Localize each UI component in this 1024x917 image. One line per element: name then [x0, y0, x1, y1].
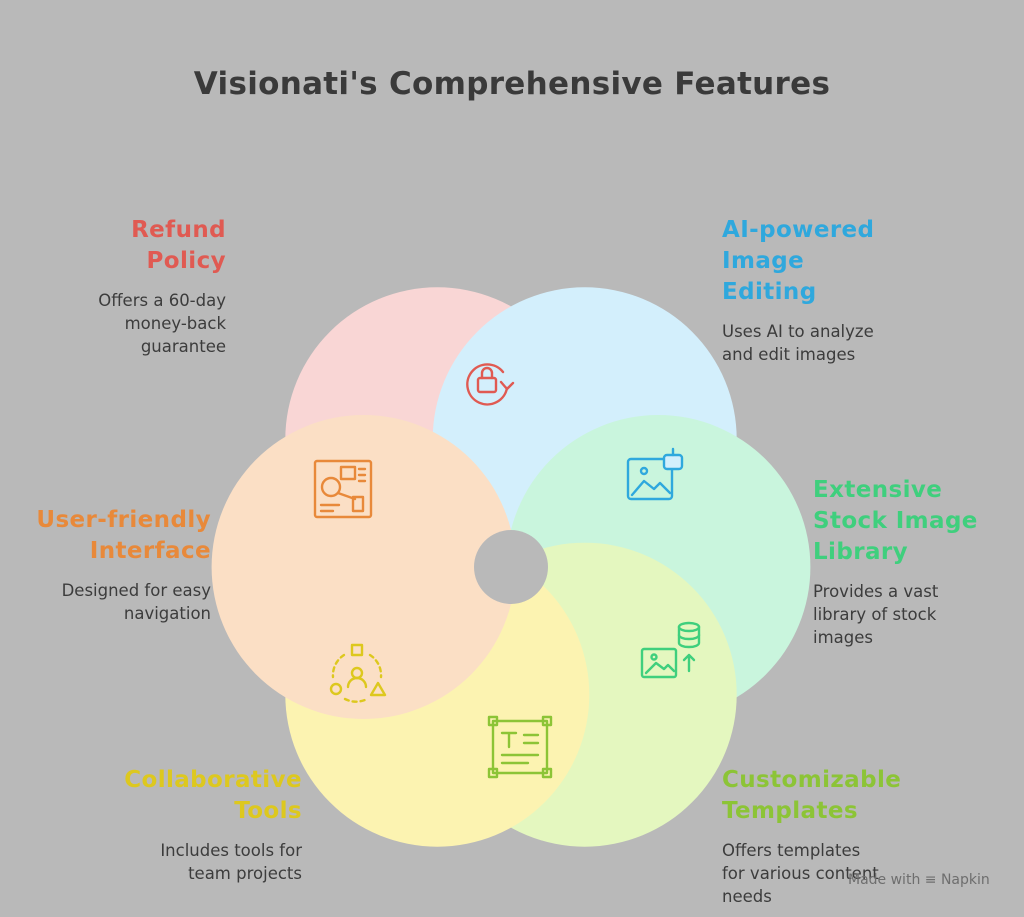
feature-title-line: Templates: [722, 798, 858, 824]
feature-description: Offers templates for various content nee…: [722, 839, 1002, 908]
petal-user-friendly-interface: [211, 415, 516, 719]
feature-description-line: Provides a vast: [813, 582, 939, 601]
napkin-watermark: Made with ≡ Napkin: [848, 872, 990, 888]
feature-ai-image-editing: AI-powered Image Editing Uses AI to anal…: [722, 215, 1002, 366]
template-text-icon: [487, 715, 553, 779]
ai-image-icon: [626, 447, 684, 501]
feature-description-line: for various content: [722, 864, 879, 883]
feature-title: Extensive Stock Image Library: [813, 475, 1018, 568]
feature-title-line: Tools: [234, 798, 302, 824]
feature-title-line: Refund: [131, 217, 226, 243]
feature-title-line: AI-powered: [722, 217, 875, 243]
feature-stock-image-library: Extensive Stock Image Library Provides a…: [813, 475, 1018, 649]
feature-title: User-friendly Interface: [6, 505, 211, 567]
feature-description-line: Designed for easy: [61, 581, 211, 600]
interface-layout-icon: [313, 459, 373, 519]
feature-description-line: Offers templates: [722, 841, 861, 860]
feature-description: Includes tools for team projects: [42, 839, 302, 885]
feature-title-line: Stock Image: [813, 508, 978, 534]
watermark-brand: Napkin: [940, 872, 990, 888]
feature-title-line: Image: [722, 248, 805, 274]
feature-title-line: Extensive: [813, 477, 943, 503]
image-database-icon: [640, 621, 701, 679]
feature-description-line: navigation: [123, 604, 211, 623]
feature-title-line: Customizable: [722, 767, 902, 793]
feature-description-line: Includes tools for: [160, 841, 302, 860]
feature-customizable-templates: Customizable Templates Offers templates …: [722, 765, 1002, 908]
feature-description: Designed for easy navigation: [6, 579, 211, 625]
feature-description-line: needs: [722, 887, 772, 906]
feature-title-line: Policy: [146, 248, 226, 274]
feature-description-line: images: [813, 628, 873, 647]
feature-description-line: library of stock: [813, 605, 937, 624]
feature-title-line: Interface: [89, 538, 211, 564]
feature-title: Customizable Templates: [722, 765, 1002, 827]
feature-description-line: Uses AI to analyze: [722, 322, 874, 341]
feature-title: Refund Policy: [6, 215, 226, 277]
feature-title-line: Collaborative: [124, 767, 302, 793]
feature-description: Provides a vast library of stock images: [813, 580, 1018, 649]
feature-title-line: Editing: [722, 279, 817, 305]
feature-description-line: money-back: [124, 314, 226, 333]
page-title: Visionati's Comprehensive Features: [193, 66, 831, 102]
feature-title-line: User-friendly: [36, 507, 211, 533]
feature-description-line: and edit images: [722, 345, 856, 364]
feature-description-line: guarantee: [140, 337, 226, 356]
feature-collaborative-tools: Collaborative Tools Includes tools for t…: [42, 765, 302, 885]
watermark-prefix: Made with: [848, 872, 921, 888]
feature-title-line: Library: [813, 539, 909, 565]
feature-refund-policy: Refund Policy Offers a 60-day money-back…: [6, 215, 226, 358]
feature-user-friendly-interface: User-friendly Interface Designed for eas…: [6, 505, 211, 625]
feature-title: AI-powered Image Editing: [722, 215, 1002, 308]
center-hole: [474, 530, 548, 604]
collaboration-shapes-icon: [329, 643, 387, 703]
feature-description: Offers a 60-day money-back guarantee: [6, 289, 226, 358]
napkin-logo-icon: ≡: [924, 872, 937, 888]
feature-description: Uses AI to analyze and edit images: [722, 320, 1002, 366]
feature-description-line: team projects: [188, 864, 302, 883]
feature-title: Collaborative Tools: [42, 765, 302, 827]
feature-description-line: Offers a 60-day: [98, 291, 226, 310]
lock-refresh-icon: [466, 363, 515, 406]
